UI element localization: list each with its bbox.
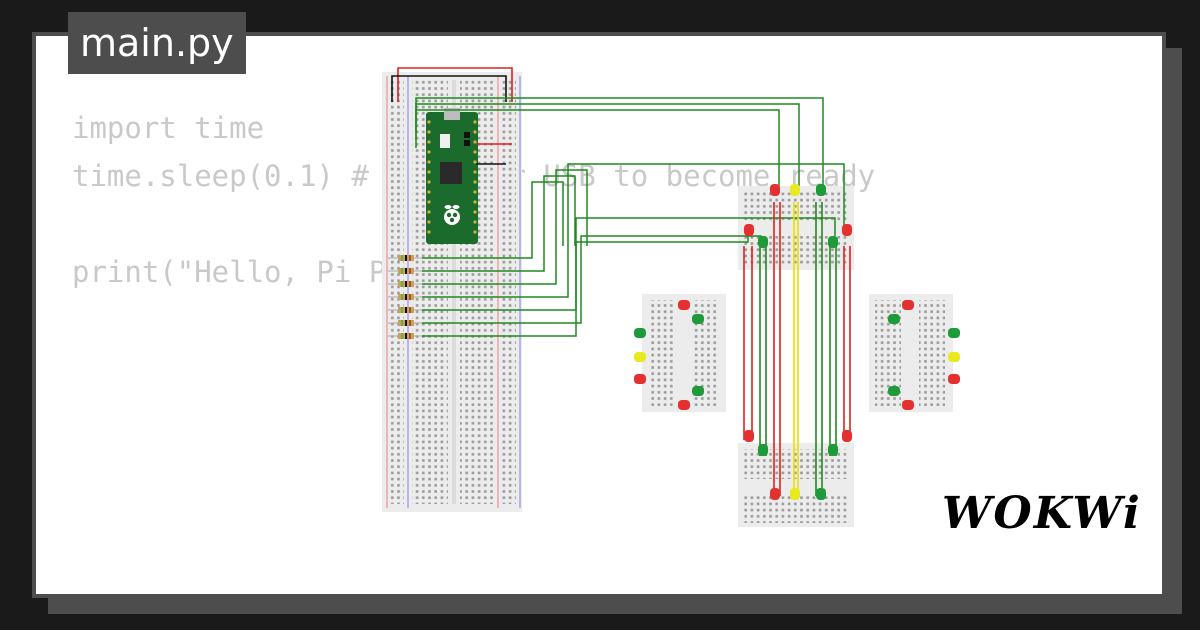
main-breadboard (382, 72, 522, 512)
led-red (634, 374, 646, 384)
led-red (842, 430, 852, 442)
led-green (816, 184, 826, 196)
led-red (744, 430, 754, 442)
led-green (758, 236, 768, 248)
led-red (948, 374, 960, 384)
signal-wires (415, 97, 845, 337)
file-tab[interactable]: main.py (68, 12, 246, 74)
led-red (902, 400, 914, 410)
led-green (828, 236, 838, 248)
leds (634, 184, 960, 500)
breadboard-right (869, 294, 953, 412)
led-red (678, 300, 690, 310)
led-red (770, 184, 780, 196)
resistor (388, 255, 422, 261)
resistor (388, 268, 422, 274)
led-green (948, 328, 960, 338)
led-green (828, 444, 838, 456)
led-yellow (948, 352, 960, 362)
code-line: import time (72, 111, 265, 145)
vertical-bus (743, 202, 851, 496)
led-green (888, 314, 900, 324)
led-green (816, 488, 826, 500)
resistor (388, 294, 422, 300)
led-green (758, 444, 768, 456)
led-yellow (790, 488, 800, 500)
raspberry-pi-logo-icon (444, 205, 460, 225)
wokwi-logo: WOKWi (942, 488, 1142, 539)
led-yellow (634, 352, 646, 362)
pico-board (426, 108, 478, 244)
resistors (388, 255, 422, 339)
resistor (388, 333, 422, 339)
led-green (634, 328, 646, 338)
resistor (388, 320, 422, 326)
led-green (888, 386, 900, 396)
led-red (744, 224, 754, 236)
led-yellow (790, 184, 800, 196)
led-red (770, 488, 780, 500)
led-green (692, 386, 704, 396)
led-red (902, 300, 914, 310)
power-wires (391, 67, 513, 165)
circuit-diagram (382, 67, 960, 527)
led-green (692, 314, 704, 324)
breadboard-left (642, 294, 726, 412)
led-red (678, 400, 690, 410)
led-red (842, 224, 852, 236)
resistor (388, 281, 422, 287)
resistor (388, 307, 422, 313)
